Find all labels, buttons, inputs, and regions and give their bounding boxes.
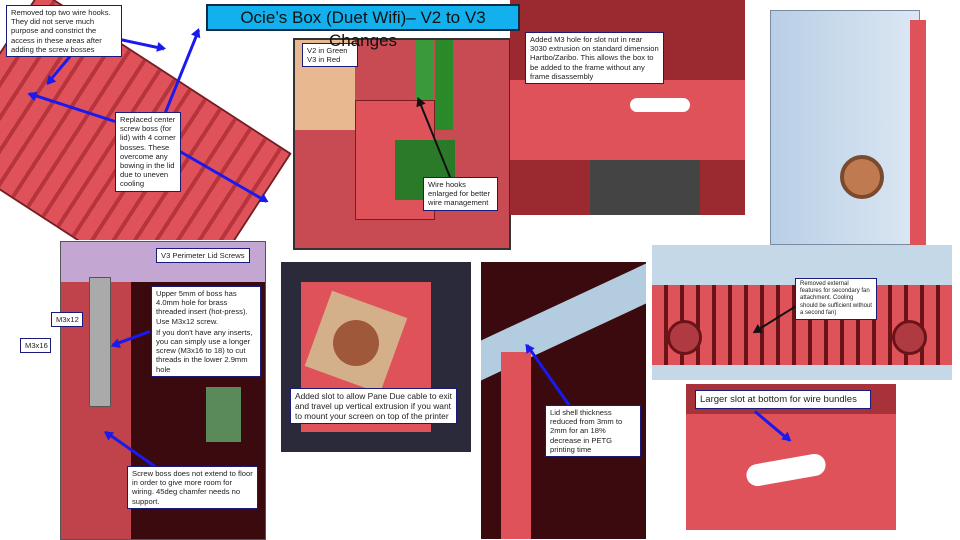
callout-text: If you don't have any inserts, you can s… [156,327,253,374]
callout-text: Removed external features for secondary … [800,281,872,316]
render-wire-hooks [293,38,511,250]
callout-text: Larger slot at bottom for wire bundles [700,394,857,405]
callout-text: Removed top two wire hooks. They did not… [11,8,111,54]
callout-text: Replaced center screw boss (for lid) wit… [120,115,176,189]
legend-box: V2 in Green V3 in Red [302,43,358,68]
callout-larger-slot: Larger slot at bottom for wire bundles [695,390,871,409]
dimension-m3x16: M3x16 [20,338,51,354]
render-closed-box [755,0,955,255]
callout-text: Screw boss does not extend to floor in o… [132,469,253,506]
callout-text: Added M3 hole for slot nut in rear 3030 … [530,35,659,81]
render-side-vents [652,245,952,380]
callout-text: Wire hooks enlarged for better wire mana… [428,180,491,208]
dimension-m3x12: M3x12 [51,312,83,328]
callout-fan-features: Removed external features for secondary … [795,278,877,321]
callout-text: Lid shell thickness reduced from 3mm to … [550,408,623,454]
callout-m3-hole: Added M3 hole for slot nut in rear 3030 … [525,32,664,85]
callout-slot-panel: Added slot to allow Pane Due cable to ex… [290,388,457,424]
callout-text: V3 Perimeter Lid Screws [161,251,245,260]
dimension-label: M3x12 [56,315,79,324]
dimension-label: M3x16 [25,341,48,350]
callout-replaced-boss: Replaced center screw boss (for lid) wit… [115,112,181,192]
callout-upper-boss: Upper 5mm of boss has 4.0mm hole for bra… [151,286,261,377]
slide-title: Ocie’s Box (Duet Wifi)– V2 to V3 Changes [206,4,520,50]
callout-text: Upper 5mm of boss has 4.0mm hole for bra… [156,289,248,326]
callout-text: Added slot to allow Pane Due cable to ex… [295,391,452,421]
legend-text: V2 in Green V3 in Red [307,46,348,65]
callout-removed-hooks: Removed top two wire hooks. They did not… [6,5,122,58]
callout-lid-shell: Lid shell thickness reduced from 3mm to … [545,405,641,458]
callout-screw-boss: Screw boss does not extend to floor in o… [127,466,258,509]
callout-wire-hooks: Wire hooks enlarged for better wire mana… [423,177,498,211]
callout-perimeter-screws: V3 Perimeter Lid Screws [156,248,250,264]
